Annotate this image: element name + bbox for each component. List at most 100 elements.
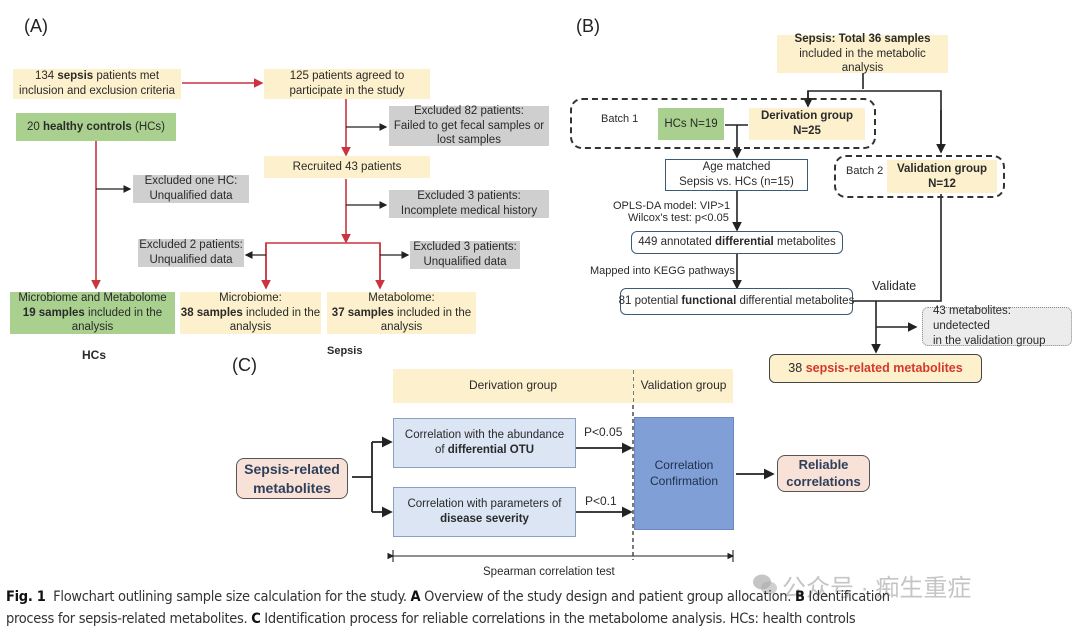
- text: healthy controls: [42, 120, 132, 133]
- p-threshold-otu: P<0.05: [584, 425, 623, 439]
- recruited-box: Recruited 43 patients: [264, 156, 430, 178]
- batch-1-label: Batch 1: [601, 113, 639, 125]
- healthy-controls-box: 20 healthy controls (HCs): [16, 113, 176, 141]
- text: analysis: [380, 321, 423, 334]
- undetected-metabolites-box: 43 metabolites: undetected in the valida…: [922, 305, 1072, 347]
- text: Incomplete medical history: [400, 205, 538, 217]
- batch-1-group: [570, 98, 876, 149]
- text: 19 samples: [22, 306, 85, 319]
- text: of: [434, 444, 448, 456]
- text: Identification: [804, 589, 890, 605]
- text: Derivation group: [760, 110, 853, 123]
- hcs-group-label: HCs: [82, 348, 107, 362]
- text: 449 annotated: [638, 236, 715, 249]
- validation-group-box: Validation group N=12: [887, 160, 997, 193]
- wilcox-criteria: Wilcox's test: p<0.05: [628, 212, 729, 224]
- text: differential metabolites: [736, 295, 855, 308]
- text: Excluded 3 patients:: [413, 241, 517, 254]
- text: included in the: [84, 306, 163, 319]
- text: Sepsis vs. HCs (n=15): [679, 176, 794, 188]
- sepsis-group-label: Sepsis: [327, 345, 363, 357]
- text: Confirmation: [649, 473, 719, 488]
- text: HCs N=19: [664, 117, 718, 130]
- text: Recruited 43 patients: [292, 160, 402, 173]
- text: 38 samples: [180, 306, 243, 319]
- text: Validation group: [640, 378, 727, 393]
- watermark-text: 公众号 · 痴生重症: [782, 575, 972, 602]
- text: Sepsis-related: [244, 461, 340, 478]
- severity-correlation-box: Correlation with parameters of disease s…: [393, 487, 576, 537]
- panel-a-label: (A): [24, 16, 48, 36]
- sepsis-related-metabolites-input: Sepsis-related metabolites: [236, 458, 348, 499]
- wechat-icon: [753, 574, 777, 595]
- text: differential: [714, 236, 774, 249]
- text: 43 metabolites: undetected: [933, 305, 1011, 333]
- text: functional: [681, 295, 737, 308]
- text: 38: [788, 361, 806, 376]
- text: Validation group: [896, 162, 988, 175]
- text: included in the metabolic analysis: [799, 47, 926, 75]
- text: Excluded one HC:: [144, 175, 238, 188]
- validation-header: Validation group: [634, 369, 733, 403]
- figure-number: Fig. 1: [6, 589, 46, 605]
- text: Microbiome:: [219, 291, 282, 304]
- spearman-label: Spearman correlation test: [483, 566, 615, 578]
- figure-caption-line-1: Fig. 1 Flowchart outlining sample size c…: [6, 589, 890, 605]
- opls-criteria: OPLS-DA model: VIP>1: [613, 200, 731, 212]
- derivation-group-box: Derivation group N=25: [749, 108, 865, 140]
- sepsis-related-result-box: 38 sepsis-related metabolites: [769, 354, 982, 383]
- text: participate in the study: [289, 85, 405, 97]
- batch-2-group: [834, 155, 1005, 198]
- reliable-correlations-output: Reliable correlations: [777, 455, 870, 492]
- text: 37 samples: [331, 306, 394, 319]
- text: process for sepsis-related metabolites.: [6, 611, 252, 627]
- text: Reliable: [798, 456, 849, 472]
- text: Age matched: [702, 161, 771, 174]
- batch-2-label: Batch 2: [846, 165, 884, 177]
- text: metabolites: [253, 479, 331, 496]
- text: sepsis: [57, 70, 94, 83]
- text: Excluded 82 patients:: [414, 104, 524, 117]
- panel-c-label: (C): [232, 355, 257, 375]
- text: 134: [34, 70, 58, 83]
- text: Failed to get fecal samples or: [393, 119, 545, 132]
- text: analysis: [71, 321, 114, 334]
- hcs-n19-box: HCs N=19: [658, 108, 724, 140]
- otu-correlation-box: Correlation with the abundance of differ…: [393, 418, 576, 468]
- text: Sepsis: Total 36 samples: [794, 32, 931, 45]
- text: N=25: [793, 125, 821, 137]
- total-samples-box: Sepsis: Total 36 samples included in the…: [777, 32, 948, 74]
- excluded-3-history-box: Excluded 3 patients: Incomplete medical …: [389, 190, 549, 218]
- text: 81 potential: [618, 295, 682, 308]
- text: 125 patients agreed to: [289, 70, 405, 83]
- text: C: [251, 611, 261, 627]
- sepsis-eligible-box: 134 sepsis patients met inclusion and ex…: [13, 69, 181, 99]
- hc-final-box: Microbiome and Metabolome 19 samples inc…: [10, 292, 175, 334]
- text: Derivation group: [468, 378, 558, 393]
- text: Unqualified data: [423, 256, 507, 268]
- text: lost samples: [437, 134, 501, 147]
- text: N=12: [928, 177, 956, 190]
- text: metabolites: [773, 236, 836, 249]
- kegg-mapping-label: Mapped into KEGG pathways: [590, 265, 735, 277]
- text: included in the: [242, 306, 321, 319]
- excluded-82-box: Excluded 82 patients: Failed to get feca…: [389, 104, 549, 147]
- text: Metabolome:: [368, 291, 435, 304]
- text: correlations: [786, 473, 861, 489]
- text: Identification process for reliable corr…: [260, 611, 856, 627]
- text: Unqualified data: [149, 254, 233, 266]
- correlation-confirmation-box: Correlation Confirmation: [634, 417, 734, 530]
- text: Correlation with the abundance: [404, 429, 565, 442]
- microbiome-box: Microbiome: 38 samples included in the a…: [180, 292, 321, 334]
- text: Correlation with parameters of: [407, 498, 562, 511]
- excluded-hc-box: Excluded one HC: Unqualified data: [133, 175, 249, 203]
- text: in the validation group: [933, 334, 1046, 347]
- figure-caption-line-2: process for sepsis-related metabolites. …: [6, 611, 856, 627]
- text: Microbiome and Metabolome: [18, 291, 167, 304]
- text: inclusion and exclusion criteria: [19, 85, 175, 97]
- text: included in the: [393, 306, 472, 319]
- agreed-box: 125 patients agreed to participate in th…: [264, 69, 430, 99]
- text: sepsis-related metabolites: [805, 361, 963, 376]
- text: Unqualified data: [149, 190, 233, 202]
- text: analysis: [229, 321, 272, 334]
